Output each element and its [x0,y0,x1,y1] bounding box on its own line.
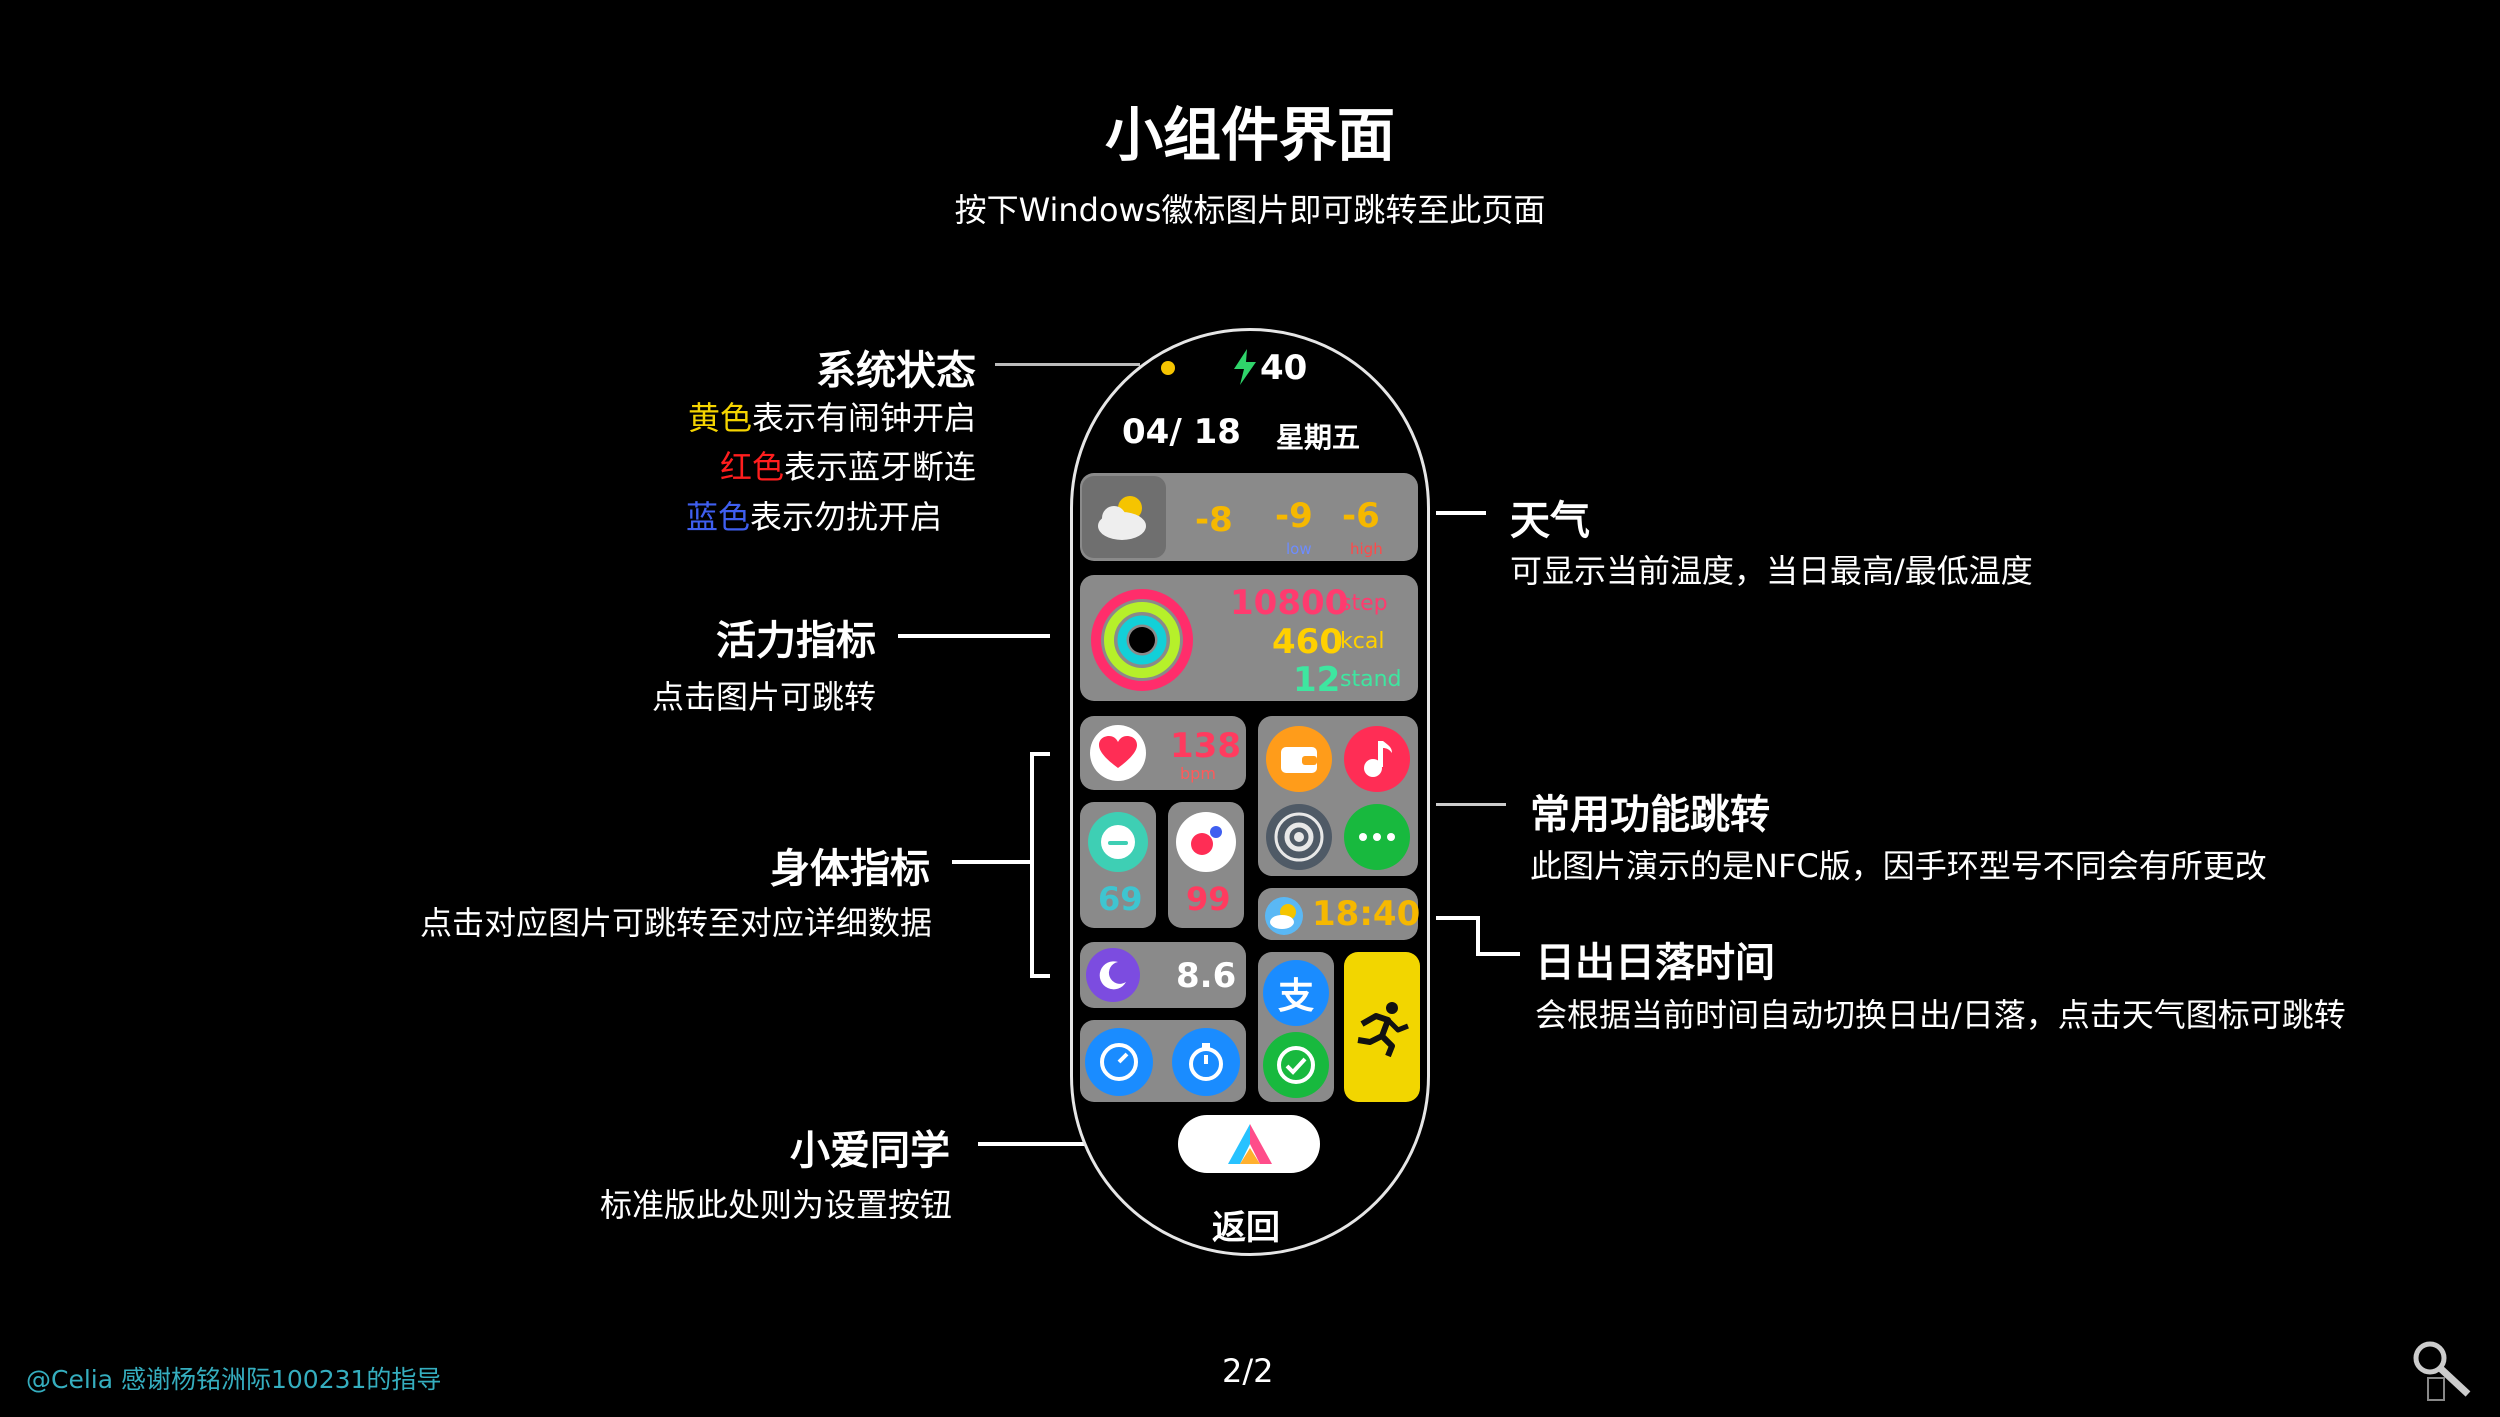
status-line-yellow: 黄色表示有闹钟开启 [687,399,976,437]
activity-connector [898,634,1050,638]
alarm-status-dot [1161,361,1175,375]
stress-value: 69 [1098,880,1143,918]
sleep-value: 8.6 [1176,956,1237,996]
page-subtitle: 按下Windows徽标图片即可跳转至此页面 [954,191,1546,229]
heart-rate-value: 138 [1170,726,1241,766]
weather-high-label: high [1350,540,1383,558]
page-number: 2/2 [1222,1352,1274,1390]
weather-title: 天气 [1510,498,1590,544]
sleep-icon [1099,961,1126,990]
sleep-icon-bg [1086,948,1140,1002]
stress-icon-bg [1088,812,1148,872]
battery-level: 40 [1260,348,1308,388]
xiaoai-icon [1228,1124,1272,1164]
settings-icon [1274,812,1324,862]
activity-rings-icon [1091,589,1193,691]
heart-rate-unit: bpm [1180,764,1216,783]
xiaoai-desc: 标准版此处则为设置按钮 [599,1186,952,1224]
system-status-connector [995,363,1140,366]
sun-connector-b [1476,952,1520,956]
activity-desc: 点击图片可跳转 [651,678,876,716]
activity-stand-unit: stand [1340,667,1402,692]
heart-icon [1099,736,1137,768]
alipay-icon: 支 [1277,976,1314,1017]
weather-desc: 可显示当前温度，当日最高/最低温度 [1510,552,2033,590]
wechat-pay-icon [1277,1046,1315,1084]
sun-title: 日出日落时间 [1535,940,1775,986]
more-shortcut[interactable] [1344,804,1410,870]
activity-title: 活力指标 [716,618,876,664]
activity-steps: 10800 [1230,583,1349,623]
credit-text: @Celia 感谢杨铭洲际100231的指导 [26,1365,442,1394]
activity-steps-unit: step [1340,591,1388,616]
body-bracket [1030,752,1050,978]
workout-icon [1357,1002,1409,1058]
weather-cloud-icon [1098,496,1146,540]
wallet-shortcut[interactable] [1266,726,1332,792]
shortcuts-desc: 此图片演示的是NFC版，因手环型号不同会有所更改 [1530,847,2267,885]
band-date: 04/ 18 [1122,412,1241,452]
sun-time-value: 18:40 [1312,894,1421,934]
timer-icon [1100,1043,1138,1081]
wallet-icon [1281,747,1317,773]
stress-icon [1101,825,1135,859]
back-button[interactable]: 返回 [1212,1208,1280,1248]
status-line-blue: 蓝色表示勿扰开启 [685,498,942,536]
sun-connector-a [1436,916,1480,954]
spo2-icon-bg [1176,812,1236,872]
band-weekday: 星期五 [1276,421,1361,454]
activity-kcal: 460 [1272,622,1343,662]
stopwatch-shortcut[interactable] [1172,1028,1240,1096]
system-status-title: 系统状态 [816,348,976,394]
magnifier-logo-icon [2413,1341,2471,1401]
sun-desc: 会根据当前时间自动切换日出/日落，点击天气图标可跳转 [1535,996,2346,1034]
weather-low-label: low [1286,540,1312,558]
more-icon [1359,833,1395,841]
music-icon [1364,741,1392,777]
music-shortcut[interactable] [1344,726,1410,792]
status-line-red: 红色表示蓝牙断连 [719,448,976,486]
sunset-icon[interactable] [1264,896,1304,936]
body-metrics-title: 身体指标 [770,846,930,892]
xiaoai-connector [978,1142,1140,1146]
settings-shortcut[interactable] [1266,804,1332,870]
timer-shortcut[interactable] [1085,1028,1153,1096]
body-metrics-desc: 点击对应图片可跳转至对应详细数据 [419,904,932,942]
weather-current-temp: -8 [1195,500,1233,540]
weather-high-temp: -6 [1342,496,1380,536]
spo2-value: 99 [1186,880,1231,918]
xiaoai-title: 小爱同学 [790,1128,950,1174]
alipay-shortcut[interactable]: 支 [1263,960,1329,1026]
charging-bolt-icon [1234,349,1256,385]
activity-kcal-unit: kcal [1340,629,1385,654]
activity-stand: 12 [1293,660,1341,700]
wechat-pay-shortcut[interactable] [1263,1032,1329,1098]
shortcuts-connector [1436,803,1506,806]
stopwatch-icon [1189,1043,1223,1081]
spo2-icon [1191,826,1222,855]
heart-icon-bg [1090,725,1146,781]
page-title: 小组件界面 [1104,101,1395,169]
body-connector [952,860,1030,864]
weather-connector [1436,511,1486,515]
shortcuts-title: 常用功能跳转 [1530,792,1770,838]
weather-low-temp: -9 [1275,496,1313,536]
